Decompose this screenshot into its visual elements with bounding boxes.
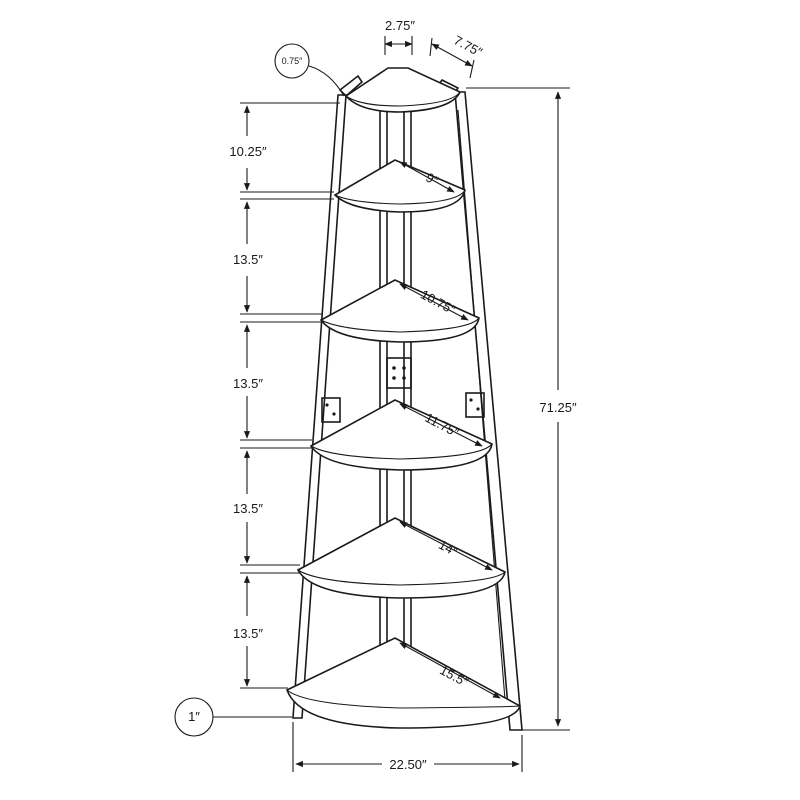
left-leg [292,94,347,719]
top-width-dimension: 2.75″ [384,18,415,55]
shelf-2 [333,159,466,213]
top-width-label: 2.75″ [385,18,415,33]
total-height-dimension: 71.25″ [466,87,577,731]
top-depth-label: 7.75″ [451,32,485,59]
spacing-5-label: 13.5″ [233,626,263,641]
top-cap-left [338,74,364,98]
spacing-dimensions: 10.25″ 13.5″ 13.5″ 13.5″ 13.5″ [229,102,340,689]
shelf-thickness-callout: 0.75″ [274,43,345,97]
right-leg [454,91,523,731]
spacing-2-label: 13.5″ [233,252,263,267]
shelf-5 [296,517,506,599]
leg-base-callout: 1″ [174,697,292,737]
leg-base-label: 1″ [188,709,200,724]
total-height-label: 71.25″ [539,400,577,415]
shelf-6 [286,637,521,729]
spacing-4-label: 13.5″ [233,501,263,516]
total-width-dimension: 22.50″ [292,722,523,772]
shelf-3 [319,279,480,343]
top-depth-dimension: 7.75″ [429,32,485,79]
bracket-center [386,357,412,389]
shelf-1 [344,67,462,113]
spacing-3-label: 13.5″ [233,376,263,391]
bracket-left [321,397,341,423]
shelf-4 [309,399,493,471]
total-width-label: 22.50″ [389,757,427,772]
spacing-1-label: 10.25″ [229,144,267,159]
shelf-thickness-label: 0.75″ [282,56,304,66]
